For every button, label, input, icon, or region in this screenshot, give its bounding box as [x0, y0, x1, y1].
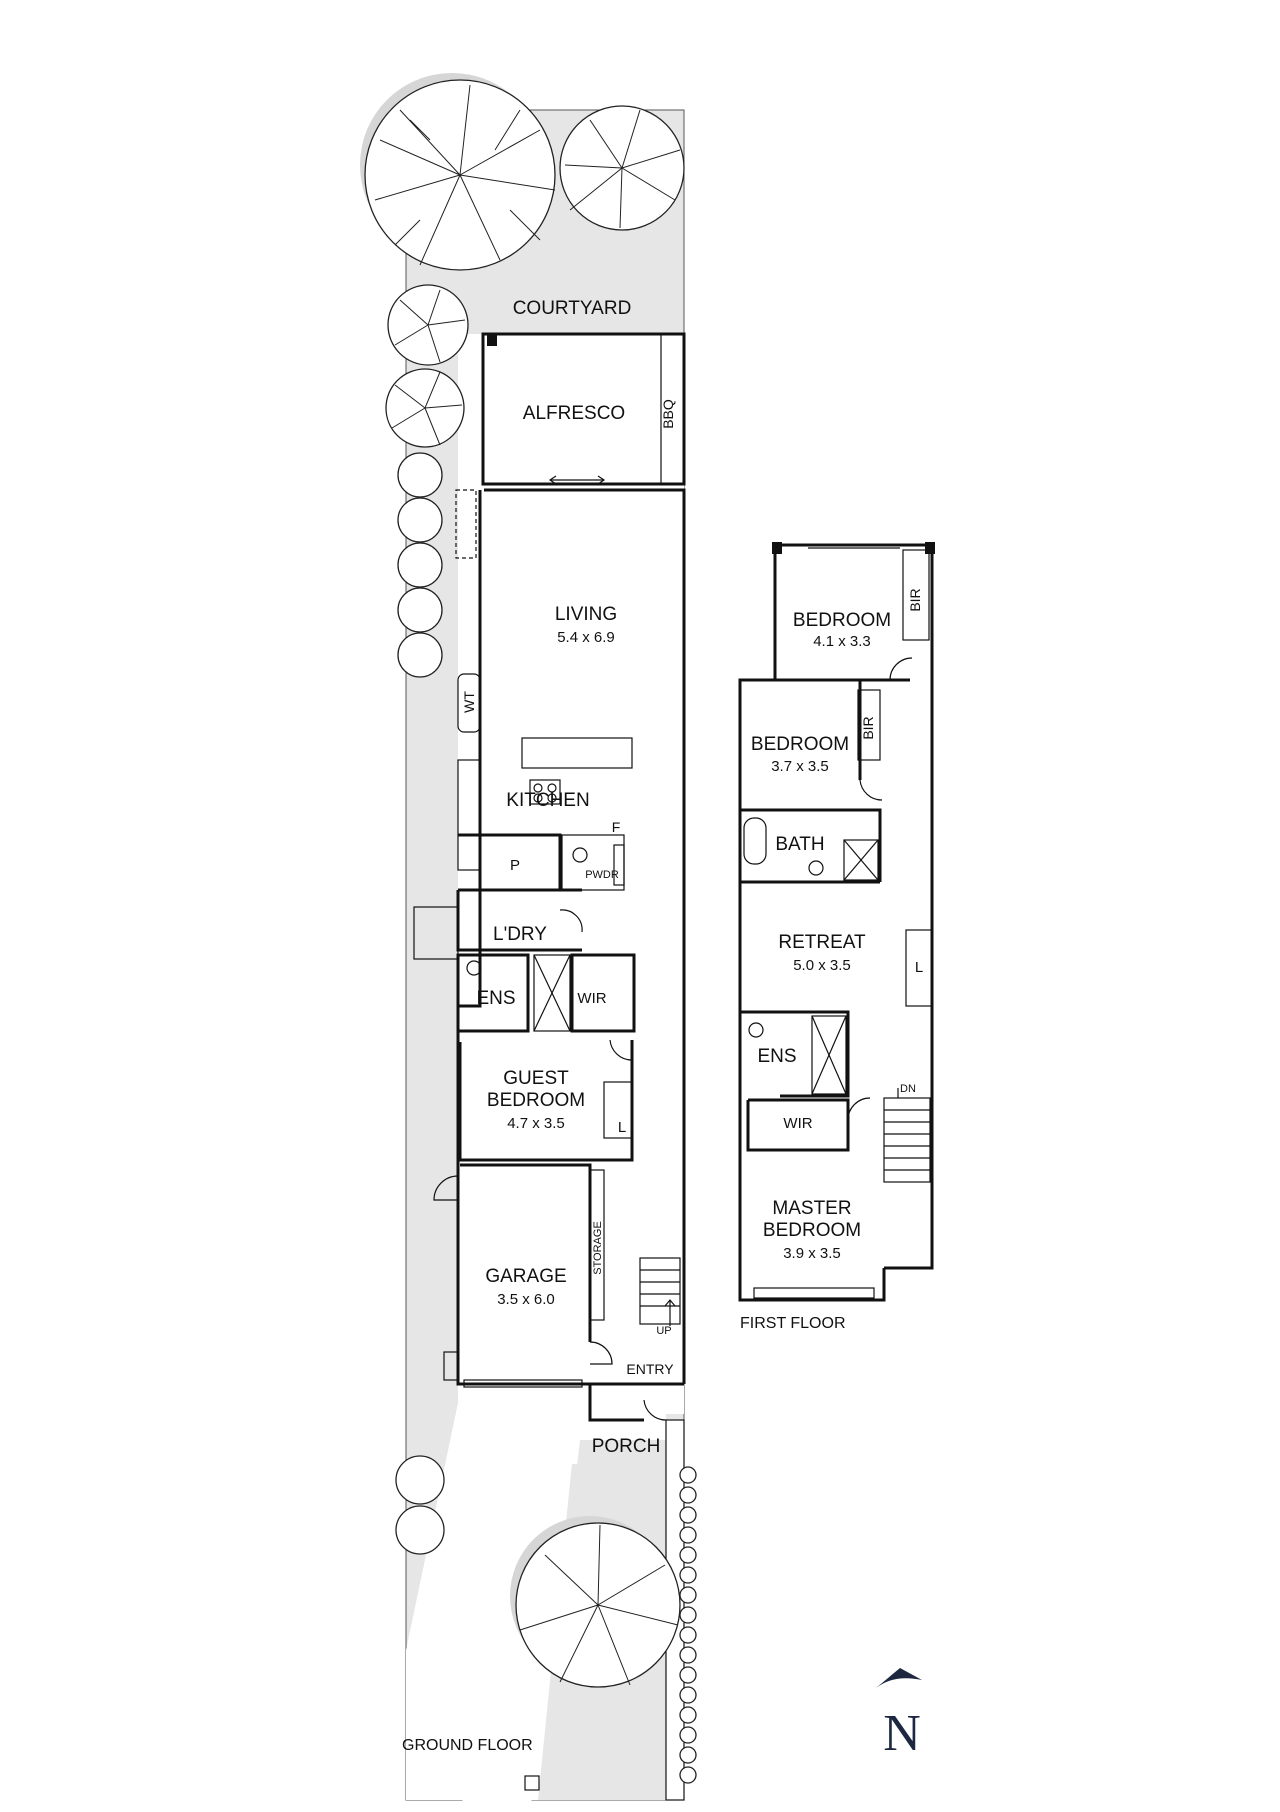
- stair-icon-ground: [639, 1257, 681, 1326]
- guest-linen: [603, 1081, 633, 1139]
- label-bath: BATH: [775, 834, 824, 855]
- garage-storage: [589, 1169, 605, 1321]
- bir-1: [902, 549, 930, 641]
- label-retreat-linen: L: [915, 959, 923, 976]
- dim-garage: 3.5 x 6.0: [497, 1291, 555, 1308]
- water-tank: [457, 673, 481, 733]
- label-ensuite-first: ENS: [757, 1046, 796, 1067]
- label-laundry: L'DRY: [493, 924, 547, 945]
- label-garage: GARAGE: [485, 1266, 566, 1287]
- ensuite-ground: [456, 953, 530, 1033]
- tree-icon: [397, 497, 443, 543]
- retreat-linen: [905, 929, 933, 1007]
- tree-icon: [397, 632, 443, 678]
- label-courtyard: COURTYARD: [513, 298, 632, 319]
- label-kitchen: KITCHEN: [506, 790, 589, 811]
- caption-first-floor: FIRST FLOOR: [740, 1315, 846, 1332]
- label-entry: ENTRY: [626, 1361, 674, 1377]
- tree-icon: [387, 284, 469, 366]
- label-powder: PWDR: [585, 869, 619, 881]
- label-living: LIVING: [555, 604, 617, 625]
- first-floor: [738, 542, 935, 1302]
- tree-icon: [360, 73, 556, 271]
- label-retreat: RETREAT: [778, 932, 866, 953]
- label-bir-1: BIR: [907, 588, 923, 611]
- dim-bedroom-1: 4.1 x 3.3: [813, 633, 871, 650]
- tree-icon: [395, 1505, 445, 1555]
- tree-icon: [510, 1516, 681, 1688]
- label-guest-1: GUEST: [503, 1068, 569, 1089]
- label-fridge: F: [612, 819, 621, 835]
- caption-ground-floor: GROUND FLOOR: [402, 1737, 533, 1754]
- dim-retreat: 5.0 x 3.5: [793, 957, 851, 974]
- label-wt: WT: [461, 691, 477, 713]
- tree-icon: [395, 1455, 445, 1505]
- label-alfresco: ALFRESCO: [523, 403, 625, 424]
- bbq-bench: [660, 333, 685, 485]
- label-wir-ground: WIR: [577, 990, 606, 1007]
- label-master-2: BEDROOM: [763, 1220, 861, 1241]
- tree-icon: [385, 368, 465, 448]
- house-footprint: [458, 334, 684, 1414]
- label-guest-linen: L: [618, 1119, 626, 1136]
- tree-icon: [559, 105, 685, 231]
- label-ensuite-ground: ENS: [476, 988, 515, 1009]
- kitchen-island: [521, 737, 633, 769]
- first-labels: BEDROOM 4.1 x 3.3 BIR BEDROOM 3.7 x 3.5 …: [740, 588, 923, 1332]
- hedge: [679, 1466, 697, 1784]
- north-label: N: [883, 1705, 921, 1762]
- label-bedroom-1: BEDROOM: [793, 610, 891, 631]
- north-arrow-icon: N: [876, 1668, 922, 1762]
- bathtub: [743, 817, 767, 865]
- driveway: [406, 1384, 580, 1800]
- tree-icon: [397, 542, 443, 588]
- label-bedroom-2: BEDROOM: [751, 734, 849, 755]
- label-storage: STORAGE: [592, 1221, 604, 1275]
- label-porch: PORCH: [592, 1436, 661, 1457]
- dim-living: 5.4 x 6.9: [557, 629, 615, 646]
- wir-ground: [570, 953, 636, 1033]
- ground-labels: COURTYARD ALFRESCO BBQ LIVING 5.4 x 6.9 …: [402, 298, 676, 1754]
- label-pantry: P: [510, 857, 520, 874]
- label-dn: DN: [900, 1083, 916, 1095]
- dim-bedroom-2: 3.7 x 3.5: [771, 758, 829, 775]
- bir-2: [857, 689, 881, 761]
- label-guest-2: BEDROOM: [487, 1090, 585, 1111]
- label-bir-2: BIR: [860, 716, 876, 739]
- tree-icon: [397, 587, 443, 633]
- label-master-1: MASTER: [772, 1198, 851, 1219]
- label-wir-first: WIR: [783, 1115, 812, 1132]
- tree-icon: [397, 452, 443, 498]
- trees: [360, 73, 697, 1791]
- label-up: UP: [656, 1325, 671, 1337]
- dim-guest: 4.7 x 3.5: [507, 1115, 565, 1132]
- dim-master: 3.9 x 3.5: [783, 1245, 841, 1262]
- stair-icon-first: [883, 1088, 931, 1183]
- label-bbq: BBQ: [660, 399, 676, 429]
